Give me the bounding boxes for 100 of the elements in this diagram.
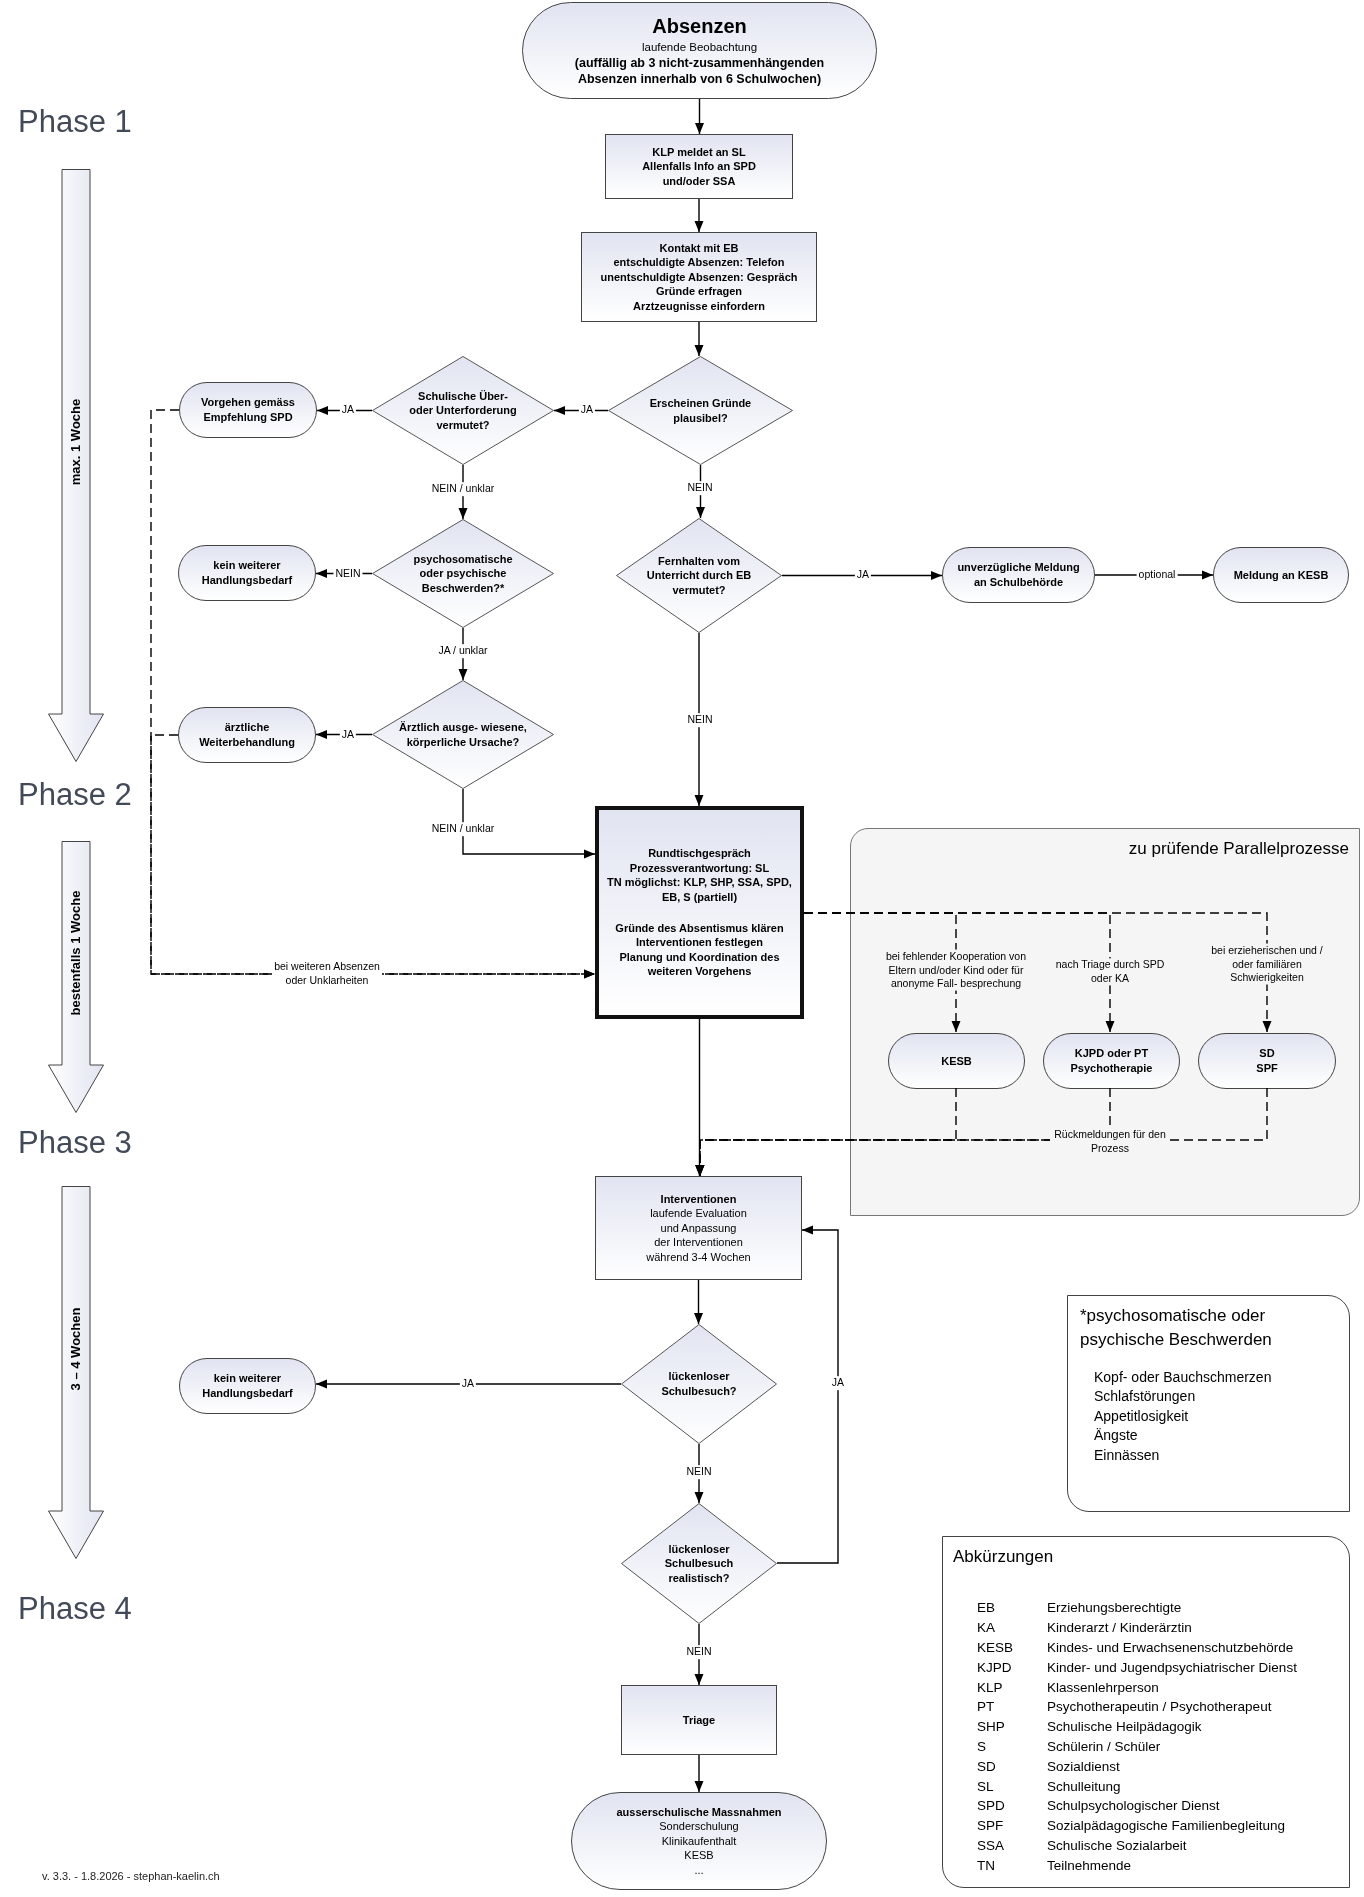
node-text: KESB: [683, 1848, 715, 1863]
arrow: [781, 571, 943, 580]
abbreviation-definition: Schulpsychologischer Dienst: [1047, 1797, 1221, 1816]
panel-title: zu prüfende Parallelprozesse: [1128, 838, 1349, 860]
dashed-arrow: [803, 912, 1272, 1033]
arrow: [462, 788, 596, 859]
abbreviation-definition: Sozialpädagogische Familienbegleitung: [1047, 1817, 1286, 1836]
node-text: und Anpassung: [659, 1220, 738, 1236]
decision-diamond: [621, 1324, 777, 1444]
node-text: KESB: [940, 1053, 973, 1069]
duration-text: max. 1 Woche: [67, 398, 85, 485]
node-text: TN möglichst: KLP, SHP, SSA, SPD, EB, S (partiell): [606, 875, 793, 905]
abbreviation-definition: Schulische Heilpädagogik: [1047, 1718, 1203, 1737]
duration-text: bestenfalls 1 Woche: [67, 890, 85, 1016]
node-text: unverzügliche Meldung an Schulbehörde: [956, 560, 1081, 590]
node-text: kein weiterer Handlungsbedarf: [201, 1371, 294, 1401]
node-heading: Kontakt mit EB: [658, 240, 740, 256]
abbreviation-definition: Schulleitung: [1047, 1777, 1122, 1796]
abbreviation-term: SSA: [977, 1837, 1005, 1855]
timeline-band: [48, 169, 104, 762]
node-text: lückenloser Schulbesuch realistisch?: [663, 1541, 735, 1586]
abbreviation-term: SHP: [977, 1718, 1006, 1737]
terminal-box: [1043, 1033, 1180, 1089]
abbreviation-term: PT: [977, 1698, 996, 1717]
decision-diamond: [616, 518, 782, 633]
edge-label: NEIN: [685, 481, 715, 495]
edge-label: NEIN / unklar: [429, 822, 497, 836]
edge-label: NEIN: [685, 713, 715, 727]
duration-text: 3 – 4 Wochen: [67, 1307, 85, 1390]
abbreviation-term: SD: [977, 1757, 997, 1776]
note-item: Ängste: [1093, 1426, 1138, 1446]
node-text: SPF: [1255, 1061, 1279, 1076]
node-text: (auffällig ab 3 nicht-zusammenhängenden Absenzen innerhalb von 6 Schulwochen): [573, 54, 826, 88]
node-text: Schulische Über- oder Unterforderung vermutet?: [408, 388, 518, 433]
abbreviation-term: S: [977, 1738, 987, 1756]
phase-label: Phase 2: [18, 777, 132, 813]
decision-diamond: [372, 519, 554, 628]
node-text: Allenfalls Info an SPD: [641, 159, 757, 174]
abbreviation-definition: Kindes- und Erwachsenenschutzbehörde: [1047, 1639, 1295, 1658]
arrow: [315, 1379, 622, 1389]
abbreviation-definition: Schulische Sozialarbeit: [1047, 1837, 1188, 1855]
arrow: [695, 1018, 704, 1177]
meeting-box: [595, 806, 804, 1019]
abbreviation-term: KLP: [977, 1678, 1004, 1697]
node-text: ...: [693, 1862, 705, 1878]
abbreviation-definition: Kinder- und Jugendpsychiatrischer Dienst: [1047, 1658, 1298, 1677]
abbreviation-definition: Psychotherapeutin / Psychotherapeut: [1047, 1698, 1273, 1717]
node-text: und/oder SSA: [661, 173, 737, 189]
abbreviation-term: KJPD: [977, 1658, 1013, 1677]
timeline-band: [48, 1186, 104, 1559]
node-text: Vorgehen gemäss Empfehlung SPD: [200, 395, 296, 425]
node-text: laufende Beobachtung: [640, 39, 759, 55]
arrow: [694, 198, 704, 233]
note-item: Appetitlosigkeit: [1093, 1406, 1189, 1426]
arrow: [776, 1225, 839, 1564]
abbreviation-term: KA: [977, 1619, 996, 1638]
node-text: entschuldigte Absenzen: Telefon: [612, 255, 786, 270]
node-heading: ausserschulische Massnahmen: [615, 1804, 783, 1820]
note-box: [1067, 1295, 1350, 1512]
edge-label: JA / unklar: [436, 644, 490, 658]
node-heading: SD: [1258, 1046, 1276, 1061]
note-item: Schlafstörungen: [1093, 1387, 1196, 1407]
abbreviation-box: [942, 1536, 1350, 1888]
node-text: Sonderschulung: [658, 1819, 740, 1834]
node-text: ärztliche Weiterbehandlung: [198, 720, 296, 750]
node-heading: KJPD oder PT: [1073, 1046, 1150, 1061]
node-heading: KLP meldet an SL: [651, 144, 747, 160]
node-text: Triage: [681, 1712, 717, 1728]
decision-diamond: [372, 680, 554, 789]
abbreviation-heading: Abkürzungen: [953, 1546, 1055, 1568]
node-text: kein weiterer Handlungsbedarf: [200, 558, 294, 588]
decision-diamond: [608, 356, 793, 465]
node-text: Arztzeugnisse einfordern: [632, 298, 766, 314]
terminal-box: [179, 1358, 316, 1414]
abbreviation-definition: Kinderarzt / Kinderärztin: [1047, 1619, 1193, 1638]
node-text: Fernhalten vom Unterricht durch EB vermutet?: [645, 553, 753, 598]
node-text: Interventionen festlegen: [634, 935, 765, 950]
node-heading: Rundtischgespräch: [647, 846, 752, 861]
edge-label: optional: [1136, 568, 1178, 582]
decision-diamond: [621, 1503, 777, 1624]
phase-label: Phase 1: [18, 104, 132, 140]
node-heading: Interventionen: [659, 1191, 738, 1207]
abbreviation-definition: Sozialdienst: [1047, 1757, 1121, 1776]
node-text: Ärztlich ausge- wiesene, körperliche Ursache?: [399, 720, 527, 749]
node-text: unentschuldigte Absenzen: Gespräch: [599, 269, 799, 285]
phase-label: Phase 4: [18, 1591, 132, 1627]
abbreviation-definition: Schülerin / Schüler: [1047, 1738, 1162, 1756]
arrow: [695, 98, 704, 135]
arrow: [694, 1279, 703, 1325]
terminal-box: [1198, 1033, 1336, 1089]
abbreviation-definition: Teilnehmende: [1047, 1856, 1133, 1875]
edge-label: NEIN: [684, 1645, 714, 1659]
node-text: Prozessverantwortung: SL: [628, 860, 771, 876]
note-item: Kopf- oder Bauchschmerzen: [1093, 1367, 1272, 1387]
node-text: der Interventionen: [653, 1235, 744, 1250]
abbreviation-term: EB: [977, 1599, 996, 1618]
abbreviation-definition: Erziehungsberechtigte: [1047, 1599, 1183, 1618]
node-text: laufende Evaluation: [649, 1206, 748, 1221]
abbreviation-definition: Klassenlehrperson: [1047, 1678, 1160, 1697]
node-text: lückenloser Schulbesuch?: [660, 1369, 738, 1399]
